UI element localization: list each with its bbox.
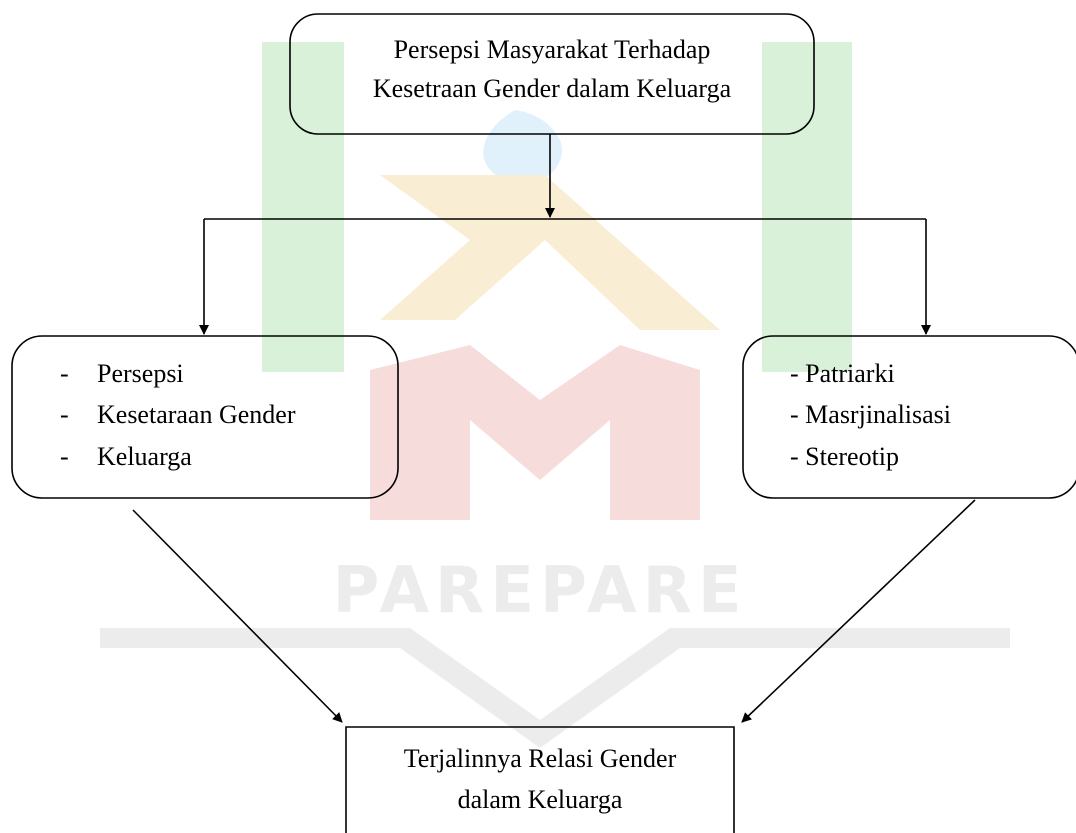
watermark-text: PAREPARE — [332, 554, 747, 628]
bottom-box-line2: dalam Keluarga — [458, 785, 623, 814]
left-item-1: Persepsi — [97, 359, 184, 388]
right-item-2: - Masrjinalisasi — [790, 400, 951, 429]
watermark-green-right — [762, 42, 852, 372]
right-item-3: - Stereotip — [790, 442, 899, 471]
left-box-border — [11, 335, 399, 499]
bottom-box-border — [345, 726, 735, 833]
left-bullet-1: - — [60, 359, 69, 388]
watermark-gray-base — [100, 628, 1010, 748]
top-connectors — [199, 134, 931, 335]
left-diagonal-arrow — [132, 509, 343, 723]
top-box: Persepsi Masyarakat Terhadap Kesetraan G… — [289, 13, 815, 135]
top-box-border — [289, 13, 815, 135]
right-box: - Patriarki - Masrjinalisasi - Stereotip — [742, 335, 1076, 499]
left-bullet-2: - — [60, 400, 69, 429]
left-box: - Persepsi - Kesetaraan Gender - Keluarg… — [11, 335, 399, 499]
right-diagonal-arrow — [741, 499, 976, 723]
bottom-box-line1: Terjalinnya Relasi Gender — [404, 744, 677, 773]
watermark-yellow-roof — [380, 175, 720, 330]
top-box-line2: Kesetraan Gender dalam Keluarga — [373, 74, 732, 103]
watermark-blue-drop — [483, 110, 562, 185]
right-box-border — [742, 335, 1076, 499]
left-item-2: Kesetaraan Gender — [97, 400, 296, 429]
watermark-green-left — [262, 42, 344, 372]
left-bullet-3: - — [60, 442, 69, 471]
left-item-3: Keluarga — [97, 442, 192, 471]
top-box-line1: Persepsi Masyarakat Terhadap — [394, 35, 711, 64]
watermark-red-book — [370, 345, 700, 520]
right-item-1: - Patriarki — [790, 359, 895, 388]
bottom-connectors — [132, 499, 976, 723]
watermark-logo: PAREPARE — [100, 42, 1010, 748]
bottom-box: Terjalinnya Relasi Gender dalam Keluarga — [345, 726, 735, 833]
